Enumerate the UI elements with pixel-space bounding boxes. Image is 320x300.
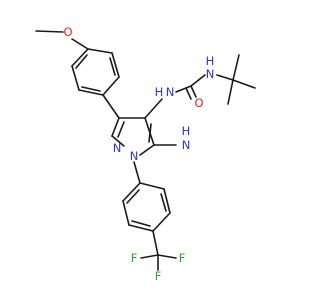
atom-o-carbonyl: O [194,96,203,110]
bond [75,54,88,69]
bond [190,85,197,98]
bond [111,52,120,78]
bond [102,94,120,119]
bond [87,48,113,54]
bond [71,48,89,67]
bond [216,74,234,81]
bond [152,212,171,232]
bond [140,254,159,259]
bond-layer [35,30,256,271]
atom-o-methoxy: O [63,25,72,39]
atom-n-amino: N [182,138,191,152]
bond [109,57,116,76]
atom-f-right: F [179,251,186,265]
bond [122,200,130,226]
bond [131,220,151,227]
bond [35,30,64,33]
bond [148,123,152,143]
atom-h-urea-right: H [206,54,215,68]
atom-h-urea-left: H [155,85,164,99]
bond [160,193,167,212]
bond [71,65,80,91]
bond [117,121,125,138]
bond [185,87,192,100]
atom-h-amino: H [182,124,191,138]
bond [126,189,140,204]
atom-n-pyrazole-2: N [113,141,122,155]
bond [175,85,192,93]
bond [111,135,125,147]
bond [144,98,163,119]
atom-f-left: F [131,251,138,265]
atom-labels: O H N H N O H N N N F F F [63,25,214,283]
bond [190,74,206,87]
molecule-diagram: O H N H N O H N N N F F F [35,25,256,283]
bond [133,161,141,184]
bond [128,224,154,232]
bond [78,89,104,96]
bond [71,38,89,50]
atom-n-pyrazole-1: N [130,149,139,163]
bond [139,182,165,190]
bond [139,144,155,156]
bond [152,230,159,256]
bond [102,76,120,96]
bond [81,86,101,92]
bond [163,188,171,214]
bond [157,254,177,259]
bond [232,79,256,89]
bond [232,54,240,81]
bond [111,117,120,137]
bond [227,79,234,105]
atom-f-bottom: F [155,269,162,283]
atom-n-urea-left: N [166,85,175,99]
atom-n-urea-right: N [206,67,215,81]
bond [122,182,141,202]
